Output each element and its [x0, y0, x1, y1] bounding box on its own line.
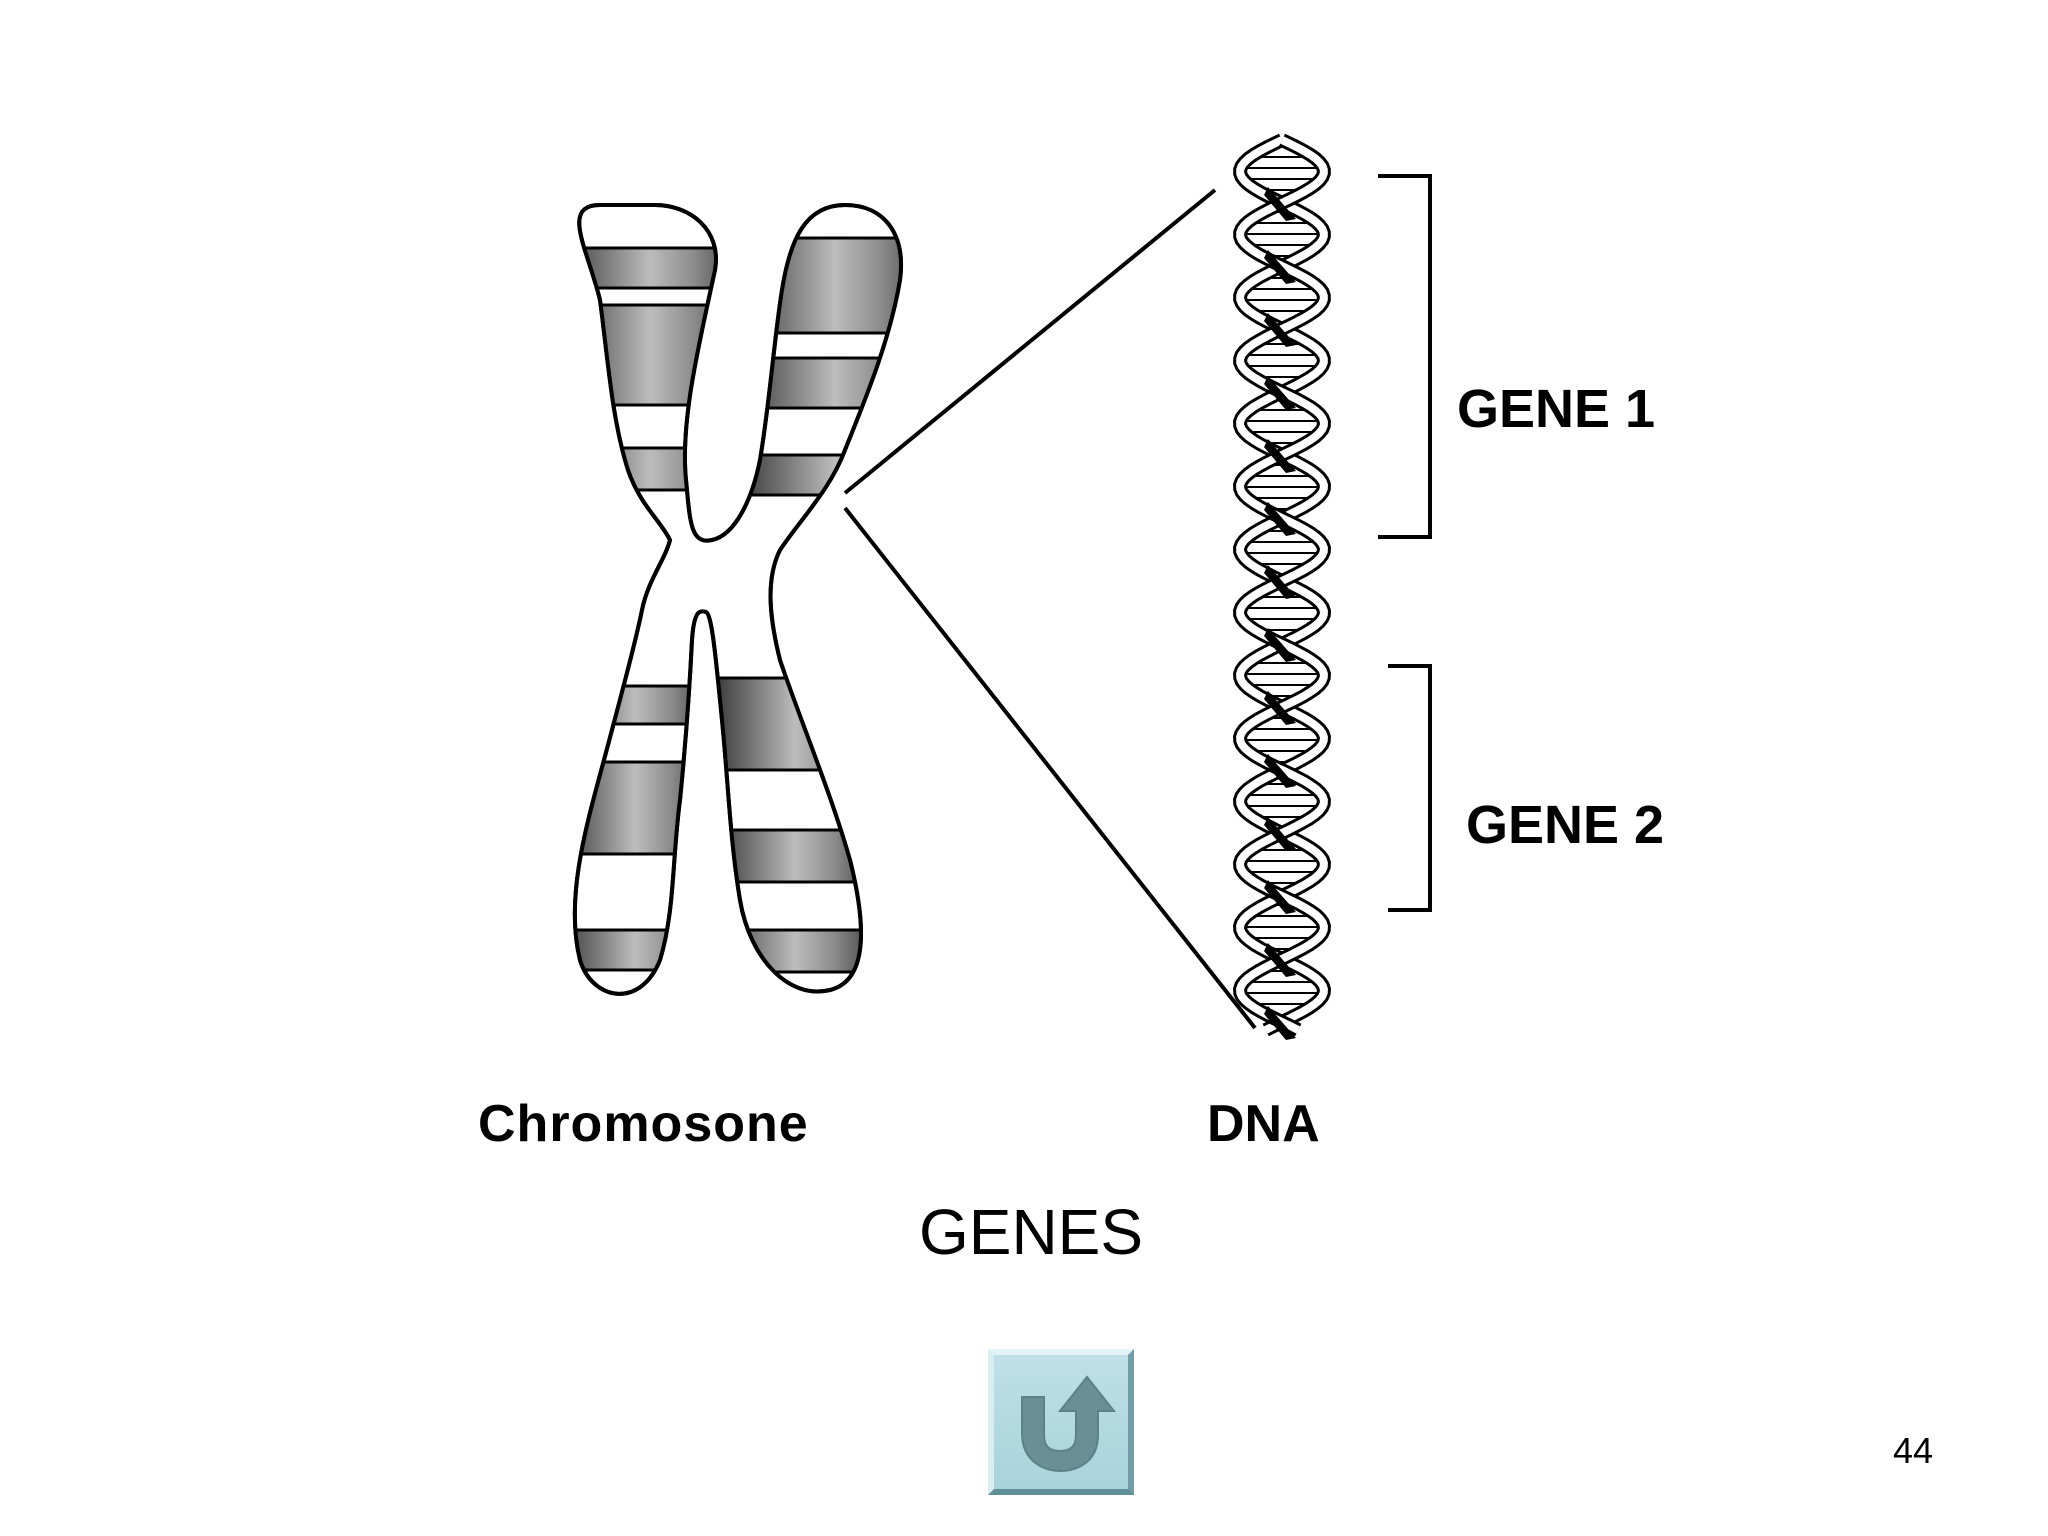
gene-1-label: GENE 1 — [1457, 379, 1656, 439]
chromosome — [572, 202, 903, 996]
helix-crossover-shade — [1264, 565, 1296, 599]
helix-crossover-shade — [1264, 187, 1296, 221]
helix-crossover-shade — [1264, 250, 1296, 284]
dna-helix — [1233, 133, 1331, 1040]
chromosome-label: Chromosone — [478, 1095, 809, 1153]
helix-crossover-shade — [1264, 313, 1296, 347]
helix-crossover-shade — [1264, 691, 1296, 725]
gene-2-bracket — [1388, 664, 1432, 912]
slide-title: GENES — [918, 1196, 1144, 1268]
gene-1-bracket — [1378, 174, 1432, 539]
u-turn-arrow-icon — [1021, 1375, 1117, 1473]
helix-crossover-shade — [1264, 502, 1296, 536]
helix-crossover-shade — [1264, 376, 1296, 410]
helix-crossover-shade — [1264, 1006, 1296, 1040]
helix-crossover-shade — [1264, 817, 1296, 851]
helix-crossover-shade — [1264, 754, 1296, 788]
return-button[interactable] — [988, 1349, 1134, 1495]
chromosome-outline-stroke — [572, 202, 903, 996]
helix-crossover-shade — [1264, 439, 1296, 473]
gene-2-label: GENE 2 — [1466, 795, 1665, 855]
zoom-line-bottom — [843, 506, 1257, 1030]
helix-crossover-shade — [1264, 628, 1296, 662]
helix-crossover-shade — [1264, 943, 1296, 977]
helix-crossover-shade — [1264, 880, 1296, 914]
zoom-line-top — [843, 188, 1217, 495]
dna-backbone-b — [1236, 136, 1328, 1034]
dna-backbone-a — [1236, 136, 1328, 1034]
dna-label: DNA — [1207, 1095, 1320, 1153]
page-number: 44 — [1893, 1430, 1934, 1471]
